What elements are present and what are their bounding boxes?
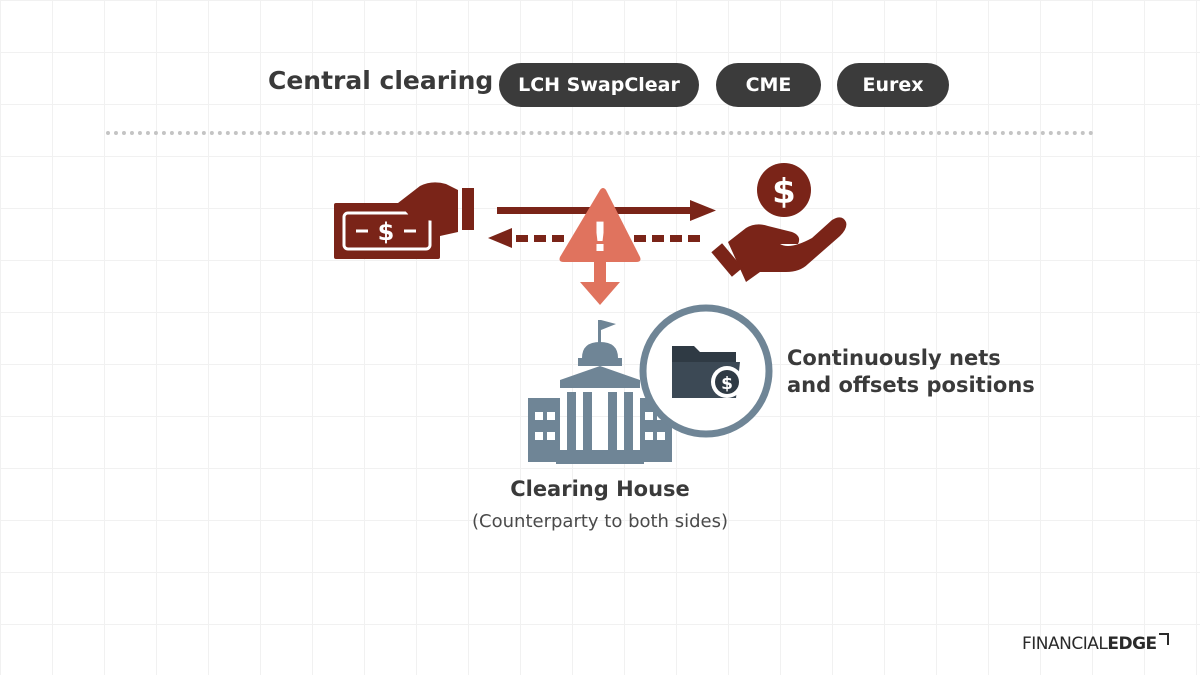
warning-exclamation: ! [591,215,609,261]
receiving-hand-coin-icon: $ [711,163,847,282]
header-title: Central clearing [268,66,494,95]
cash-dollar-sign: $ [378,218,395,246]
logo-corner-icon [1158,633,1169,645]
netting-label-line1: Continuously nets [787,346,1001,370]
clearing-house-title: Clearing House [510,477,690,501]
folder-dollar-sign: $ [721,374,733,394]
money-folder-icon: $ [639,304,773,438]
warning-triangle-icon: ! [559,188,641,305]
coin-dollar-sign: $ [772,172,796,212]
ccp-pill-lch: LCH SwapClear [499,63,699,107]
default-arrow-left [488,228,700,248]
clearing-house-subtitle: (Counterparty to both sides) [472,511,728,532]
netting-label-line2: and offsets positions [787,373,1035,397]
logo-part1: FINANCIAL [1022,634,1108,654]
cash-handover-icon: $ [334,182,474,259]
logo-part2: EDGE [1107,634,1157,654]
ccp-pill-eurex: Eurex [837,63,949,107]
ccp-pill-cme: CME [716,63,821,107]
dotted-divider [106,131,1094,135]
netting-label: Continuously nets and offsets positions [787,345,1087,399]
